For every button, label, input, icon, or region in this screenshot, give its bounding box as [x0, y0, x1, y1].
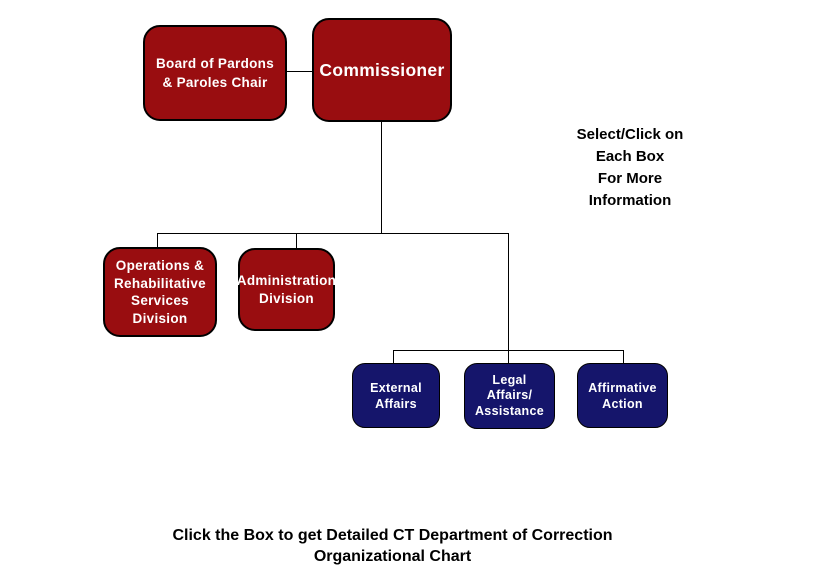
- connector-administration-drop: [296, 233, 297, 248]
- bottom-caption-text: Click the Box to get Detailed CT Departm…: [172, 527, 613, 565]
- connector-affirmative-drop: [623, 350, 624, 363]
- node-external-affairs[interactable]: External Affairs: [352, 363, 440, 428]
- node-administration-division[interactable]: Administration Division: [237, 248, 336, 331]
- connector-right-branch-down: [508, 233, 509, 350]
- connector-legal-drop: [508, 350, 509, 363]
- connector-commissioner-down: [381, 122, 382, 233]
- connector-external-drop: [393, 350, 394, 363]
- side-instruction-text: Select/Click on Each Box For More Inform…: [576, 126, 684, 209]
- node-legal-affairs-assistance[interactable]: Legal Affairs/ Assistance: [464, 363, 555, 429]
- connector-level2-horizontal: [157, 233, 508, 234]
- node-commissioner[interactable]: Commissioner: [312, 18, 452, 122]
- node-operations-rehabilitative-services-division[interactable]: Operations & Rehabilitative Services Div…: [103, 247, 217, 337]
- connector-board-commissioner: [287, 71, 312, 72]
- node-board-of-pardons-paroles-chair[interactable]: Board of Pardons & Paroles Chair: [143, 25, 287, 121]
- connector-operations-drop: [157, 233, 158, 247]
- node-affirmative-action[interactable]: Affirmative Action: [577, 363, 668, 428]
